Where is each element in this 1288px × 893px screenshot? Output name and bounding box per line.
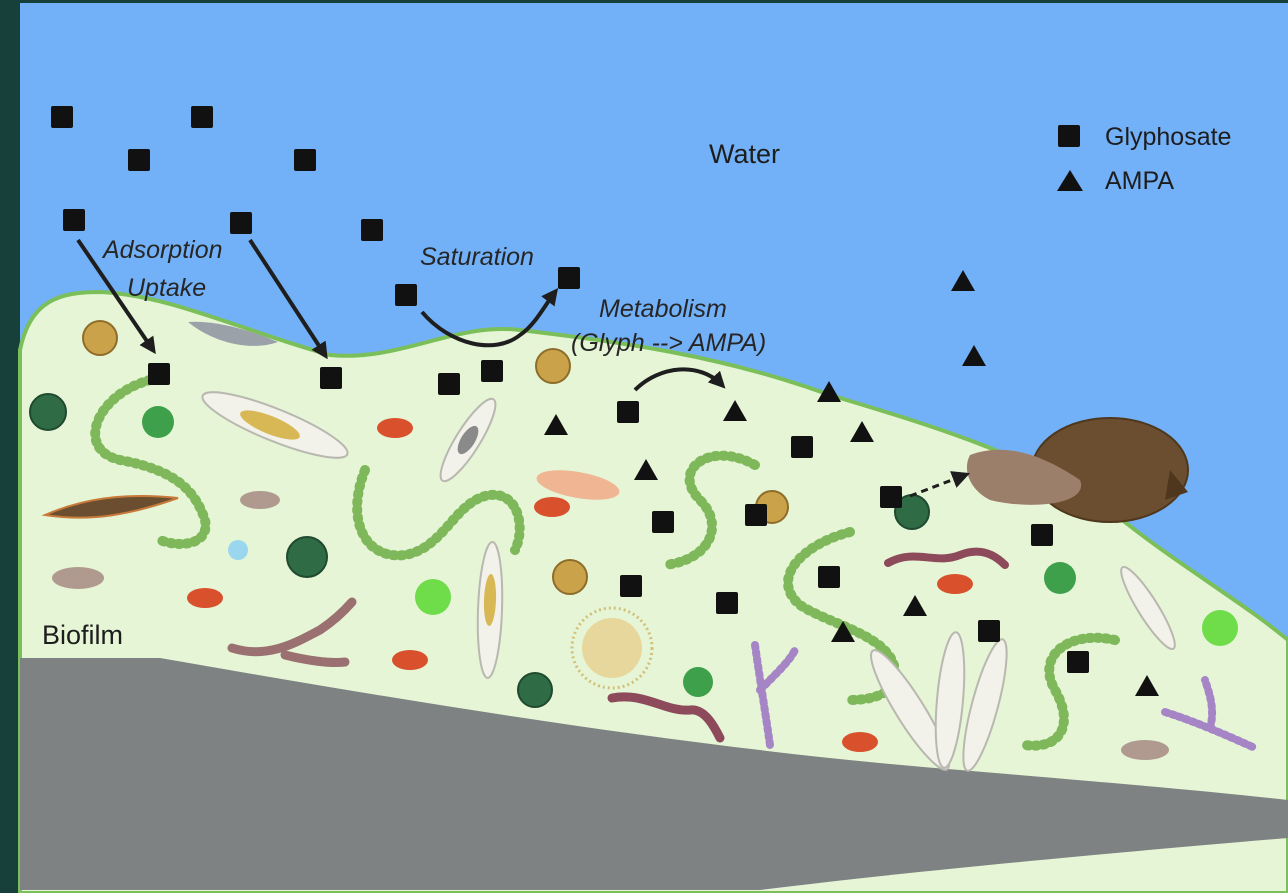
glyphosate-square [320, 367, 342, 389]
glyphosate-square [230, 212, 252, 234]
biofilm-label: Biofilm [42, 622, 123, 649]
glyphosate-square [63, 209, 85, 231]
glyphosate-square [818, 566, 840, 588]
metabolism-label: Metabolism [599, 297, 727, 322]
legend-glyphosate-label: Glyphosate [1105, 125, 1231, 150]
glyphosate-square [791, 436, 813, 458]
water-label: Water [709, 141, 780, 168]
adsorption-label: Adsorption [103, 238, 223, 263]
glyphosate-square [438, 373, 460, 395]
glyphosate-square [745, 504, 767, 526]
glyphosate-square [128, 149, 150, 171]
legend-glyphosate-icon [1058, 125, 1080, 147]
glyphosate-square [481, 360, 503, 382]
glyphosate-square [716, 592, 738, 614]
glyphosate-square [191, 106, 213, 128]
legend-ampa-label: AMPA [1105, 169, 1174, 194]
glyphosate-square [395, 284, 417, 306]
glyphosate-square [1031, 524, 1053, 546]
glyphosate-square [558, 267, 580, 289]
uptake-label: Uptake [127, 276, 206, 301]
metabolism-detail-label: (Glyph --> AMPA) [571, 331, 766, 356]
glyphosate-square [620, 575, 642, 597]
glyphosate-square [361, 219, 383, 241]
glyphosate-square [652, 511, 674, 533]
glyphosate-square [978, 620, 1000, 642]
glyphosate-square [880, 486, 902, 508]
glyphosate-square [294, 149, 316, 171]
saturation-label: Saturation [420, 245, 534, 270]
glyphosate-square [617, 401, 639, 423]
glyphosate-square [1067, 651, 1089, 673]
glyphosate-square [51, 106, 73, 128]
glyphosate-square [148, 363, 170, 385]
